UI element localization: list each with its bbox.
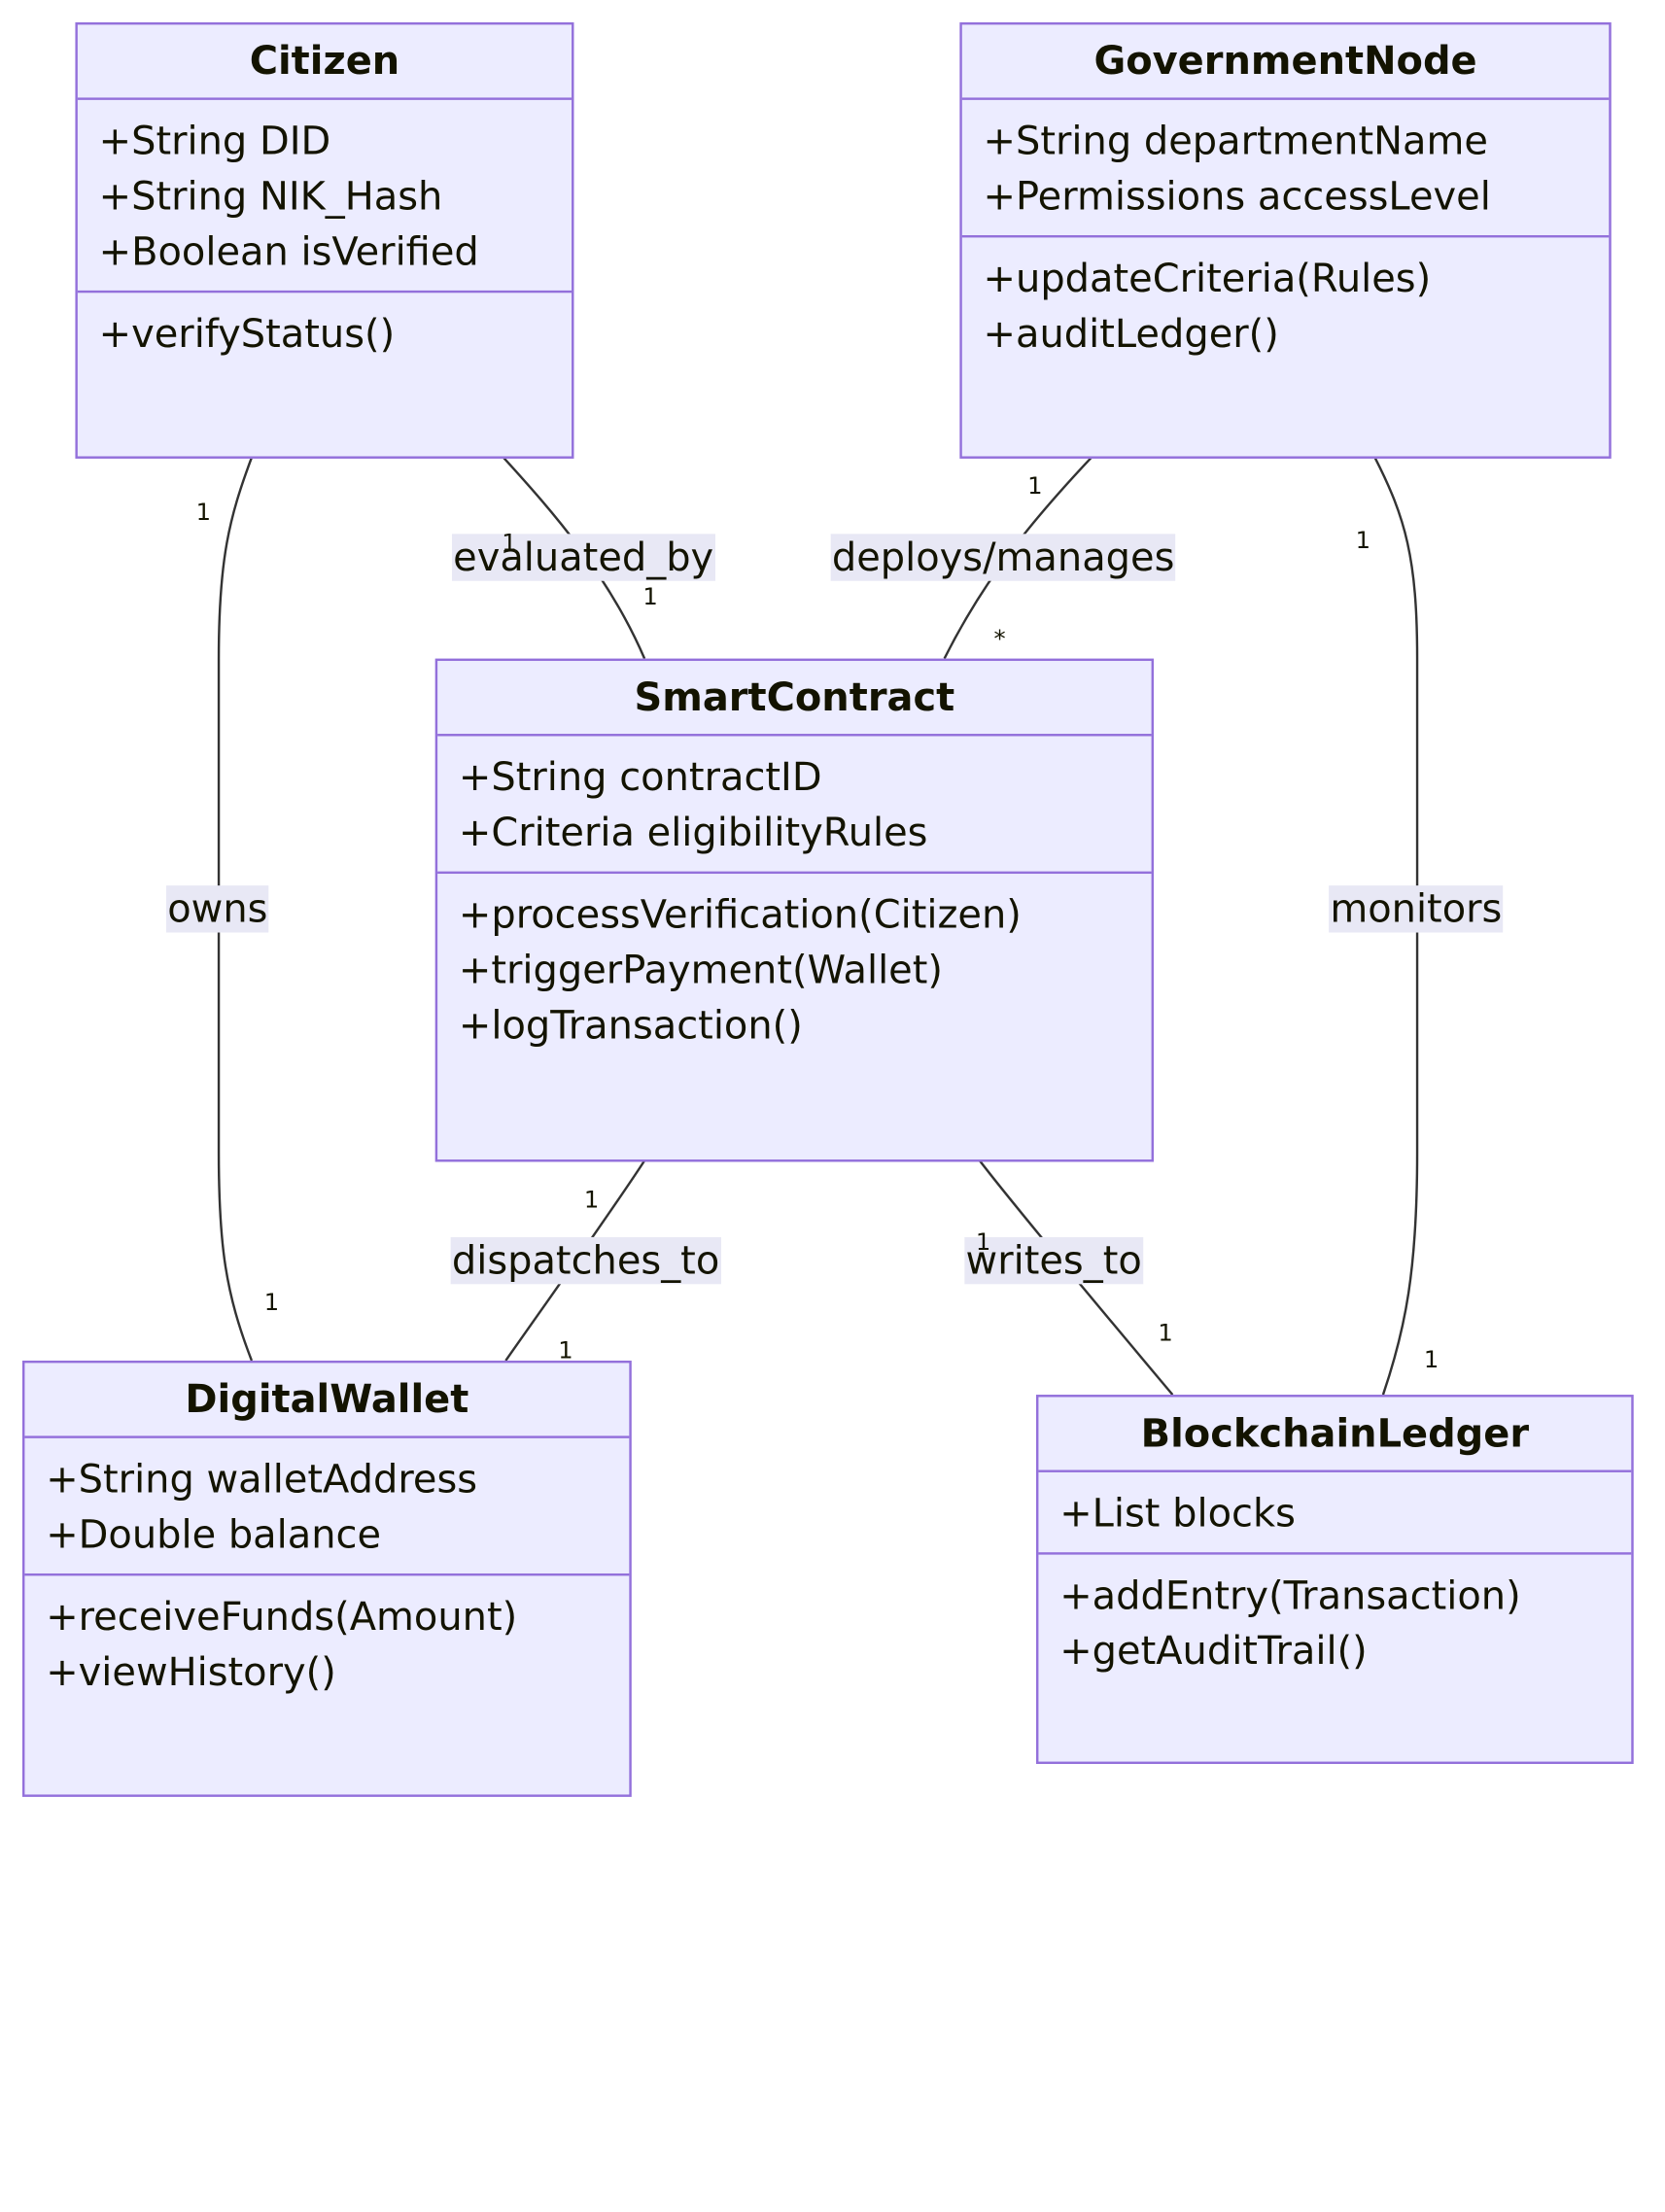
attributes-section: +String walletAddress +Double balance [24,1438,629,1573]
relation-label-owns: owns [166,885,269,933]
attribute: +Criteria eligibilityRules [458,809,928,855]
edge-monitors [1373,457,1419,1396]
methods-section: +addEntry(Transaction) +getAuditTrail() [1038,1552,1632,1690]
attribute: +String contractID [458,753,822,800]
relation-label-dispatches-to: dispatches_to [450,1236,721,1285]
attribute: +String NIK_Hash [98,172,443,220]
method: +auditLedger() [983,310,1279,357]
class-digital-wallet: DigitalWallet +String walletAddress +Dou… [21,1360,632,1797]
attributes-section: +String DID +String NIK_Hash +Boolean is… [78,100,572,291]
relation-label-deploys-manages: deploys/manages [830,534,1176,581]
attribute: +String walletAddress [46,1455,478,1503]
relation-label-writes-to: writes_to [964,1236,1143,1285]
method: +processVerification(Citizen) [458,891,1022,938]
multiplicity-owns-source: 1 [195,497,212,526]
method: +addEntry(Transaction) [1059,1572,1521,1618]
multiplicity-deploys-source: 1 [1027,471,1043,501]
attribute: +List blocks [1059,1490,1296,1537]
attribute: +Permissions accessLevel [983,172,1491,220]
attribute: +String departmentName [983,118,1488,164]
methods-section: +processVerification(Citizen) +triggerPa… [437,871,1152,1064]
class-name: BlockchainLedger [1038,1397,1632,1472]
attribute: +Double balance [46,1510,382,1558]
class-name: GovernmentNode [961,24,1610,100]
multiplicity-dispatches-source: 1 [583,1185,600,1214]
class-name: SmartContract [437,661,1152,737]
multiplicity-evaluated-by-target: 1 [642,581,658,610]
class-name: Citizen [77,24,572,100]
attribute: +String DID [98,118,331,164]
method: +getAuditTrail() [1059,1627,1368,1674]
attribute: +Boolean isVerified [98,227,479,274]
method: +triggerPayment(Wallet) [458,947,943,993]
relation-label-evaluated-by: evaluated_by [451,534,715,581]
class-government-node: GovernmentNode +String departmentName +P… [959,21,1612,459]
methods-section: +verifyStatus() [77,290,572,373]
relation-label-monitors: monitors [1329,885,1504,933]
method: +receiveFunds(Amount) [46,1593,518,1640]
class-smart-contract: SmartContract +String contractID +Criter… [434,658,1155,1162]
class-name: DigitalWallet [24,1363,630,1438]
multiplicity-writes-target: 1 [1158,1318,1173,1347]
attributes-section: +String departmentName +Permissions acce… [962,100,1610,235]
class-blockchain-ledger: BlockchainLedger +List blocks +addEntry(… [1036,1395,1634,1764]
multiplicity-monitors-target: 1 [1423,1345,1440,1374]
class-citizen: Citizen +String DID +String NIK_Hash +Bo… [75,21,574,459]
multiplicity-monitors-source: 1 [1355,525,1371,554]
multiplicity-deploys-target: * [993,624,1006,653]
methods-section: +receiveFunds(Amount) +viewHistory() [24,1573,630,1711]
multiplicity-writes-source: 1 [975,1227,991,1257]
method: +logTransaction() [458,1001,803,1049]
method: +verifyStatus() [98,310,396,357]
multiplicity-owns-target: 1 [263,1287,280,1316]
multiplicity-evaluated-by-source: 1 [502,528,517,557]
multiplicity-dispatches-target: 1 [558,1335,573,1365]
methods-section: +updateCriteria(Rules) +auditLedger() [961,235,1610,373]
method: +viewHistory() [46,1648,336,1695]
attributes-section: +String contractID +Criteria eligibility… [437,736,1151,871]
attributes-section: +List blocks [1038,1472,1631,1552]
method: +updateCriteria(Rules) [983,255,1432,301]
